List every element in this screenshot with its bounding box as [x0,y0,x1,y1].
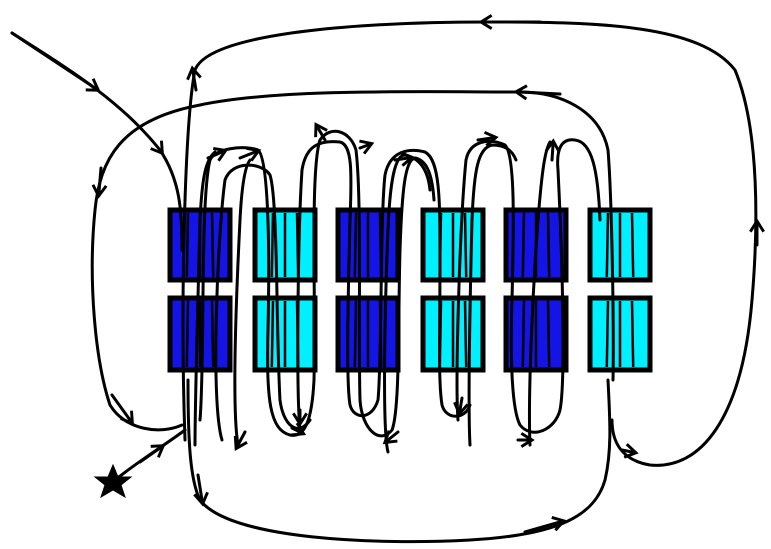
serpentine-arrow-5 [393,151,415,167]
serpentine-arrow-14 [620,443,639,459]
magnet-2-top [252,207,318,283]
serpentine-arrow-11 [382,430,400,445]
serpentine-arrow-4 [358,139,375,155]
magnet-stripe [210,212,215,278]
serpentine-path-5 [383,153,432,454]
serpentine-arrow-8 [233,430,248,451]
bottom-outer-loop-arrow-2 [523,516,567,534]
serpentine-path-3 [296,140,472,432]
magnet-stripe [521,212,526,278]
serpentine-arrow-12 [453,396,469,417]
serpentine-arrow-6 [476,131,499,147]
incoming-arrow [10,31,101,92]
serpentine-path-6 [467,143,518,447]
serpentine-path-9 [193,150,217,447]
serpentine-arrow-3 [314,122,328,142]
magnet-stripe [270,300,275,368]
magnet-stripe [185,212,190,278]
serpentine-path-2 [214,163,312,442]
serpentine-arrow-9 [290,422,307,437]
second-top-loop-arrow-3 [110,393,134,426]
serpentine-arrow-7 [544,138,561,162]
magnet-4-top [420,207,486,283]
magnet-stripe [353,212,358,278]
magnet-6-bottom [587,295,653,373]
magnet-array [167,207,653,373]
magnet-4-bottom [420,295,486,373]
second-top-loop-arrow-2 [91,166,108,199]
magnet-2-bottom [252,295,318,373]
start-marker [93,463,133,499]
outer-top-loop-arrow-2 [186,65,202,92]
magnet-stripe [605,300,610,368]
magnet-stripe [630,300,635,368]
magnet-stripe [353,300,358,368]
serpentine-arrow-1 [206,147,229,162]
start-segment-arrow [138,444,166,464]
magnet-stripe [630,212,635,278]
second-top-loop-arrow-1 [513,84,562,101]
magnet-stripe [270,212,275,278]
magnet-stripe [546,212,551,278]
magnet-5-bottom [503,295,569,373]
serpentine-arrow-2 [238,146,262,162]
magnet-stripe [521,300,526,368]
bottom-outer-loop-arrow-1 [193,473,209,507]
magnet-stripe [463,300,468,368]
second-top-loop [90,90,615,432]
magnet-stripe [605,212,610,278]
magnet-1-bottom [167,295,233,373]
magnet-6-top [587,207,653,283]
incoming-path [10,31,184,252]
serpentine-path-8 [233,158,252,447]
magnet-stripe [463,212,468,278]
magnet-stripe [185,300,190,368]
magnet-stripe [546,300,551,368]
bottom-outer-loop [186,378,612,544]
serpentine-path-7 [527,140,552,447]
outer-top-loop [181,20,758,467]
magnet-stripe [210,300,215,368]
star-icon [93,463,133,499]
